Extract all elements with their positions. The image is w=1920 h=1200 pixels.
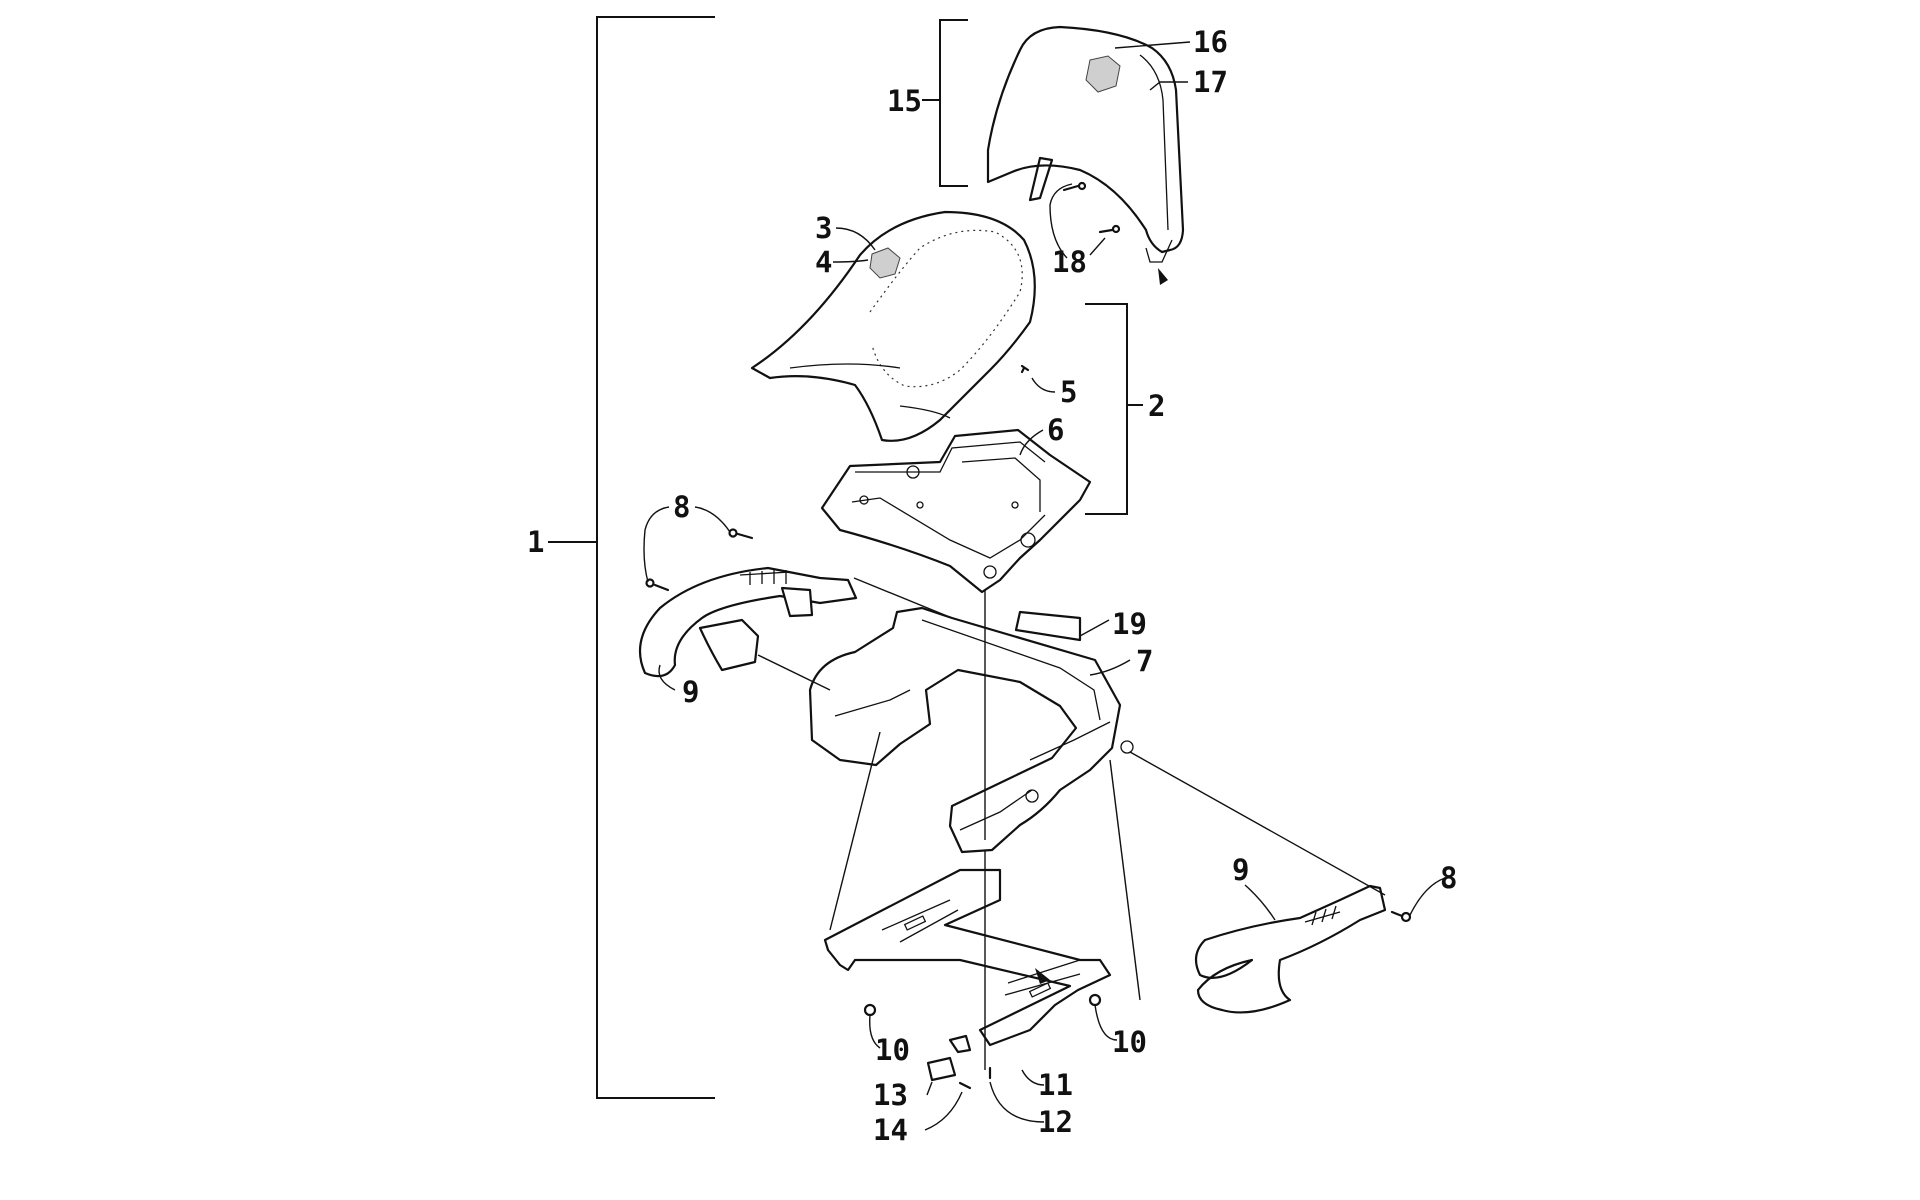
assembly-bracket-15 <box>922 19 968 187</box>
assembly-bracket-2 <box>1085 303 1143 515</box>
callout-10-right: 10 <box>1112 1025 1147 1059</box>
seat-base-pan <box>820 364 1092 594</box>
callout-18: 18 <box>1052 245 1087 279</box>
callout-1: 1 <box>527 525 544 559</box>
callout-10-left: 10 <box>875 1033 910 1067</box>
callout-8-right: 8 <box>1440 861 1457 895</box>
callout-4: 4 <box>815 245 832 279</box>
seat-cushion <box>750 210 1036 442</box>
callout-14: 14 <box>873 1113 908 1147</box>
callout-5: 5 <box>1060 375 1077 409</box>
callout-19: 19 <box>1112 607 1147 641</box>
callout-9-right: 9 <box>1232 853 1249 887</box>
callout-15: 15 <box>887 84 922 118</box>
callout-7: 7 <box>1136 644 1153 678</box>
grab-handle-left <box>638 528 858 678</box>
callout-9-left: 9 <box>682 675 699 709</box>
callout-labels: 1 2 3 4 5 6 7 8 8 9 9 10 10 11 12 13 14 … <box>527 25 1457 1147</box>
assembly-bracket-1 <box>548 16 715 1099</box>
callout-13: 13 <box>873 1078 908 1112</box>
callout-6: 6 <box>1047 413 1064 447</box>
seat-frame <box>808 606 1134 854</box>
backrest-assembly <box>986 25 1185 285</box>
callout-leaders <box>643 41 1446 1131</box>
callout-16: 16 <box>1193 25 1228 59</box>
grab-handle-right <box>1194 884 1412 1014</box>
callout-8-left: 8 <box>673 490 690 524</box>
callout-11: 11 <box>1038 1068 1073 1102</box>
callout-2: 2 <box>1148 389 1165 423</box>
mounting-bracket <box>823 868 1112 1090</box>
callout-17: 17 <box>1193 65 1228 99</box>
callout-12: 12 <box>1038 1105 1073 1139</box>
explosion-lines <box>757 577 1386 1070</box>
callout-3: 3 <box>815 211 832 245</box>
